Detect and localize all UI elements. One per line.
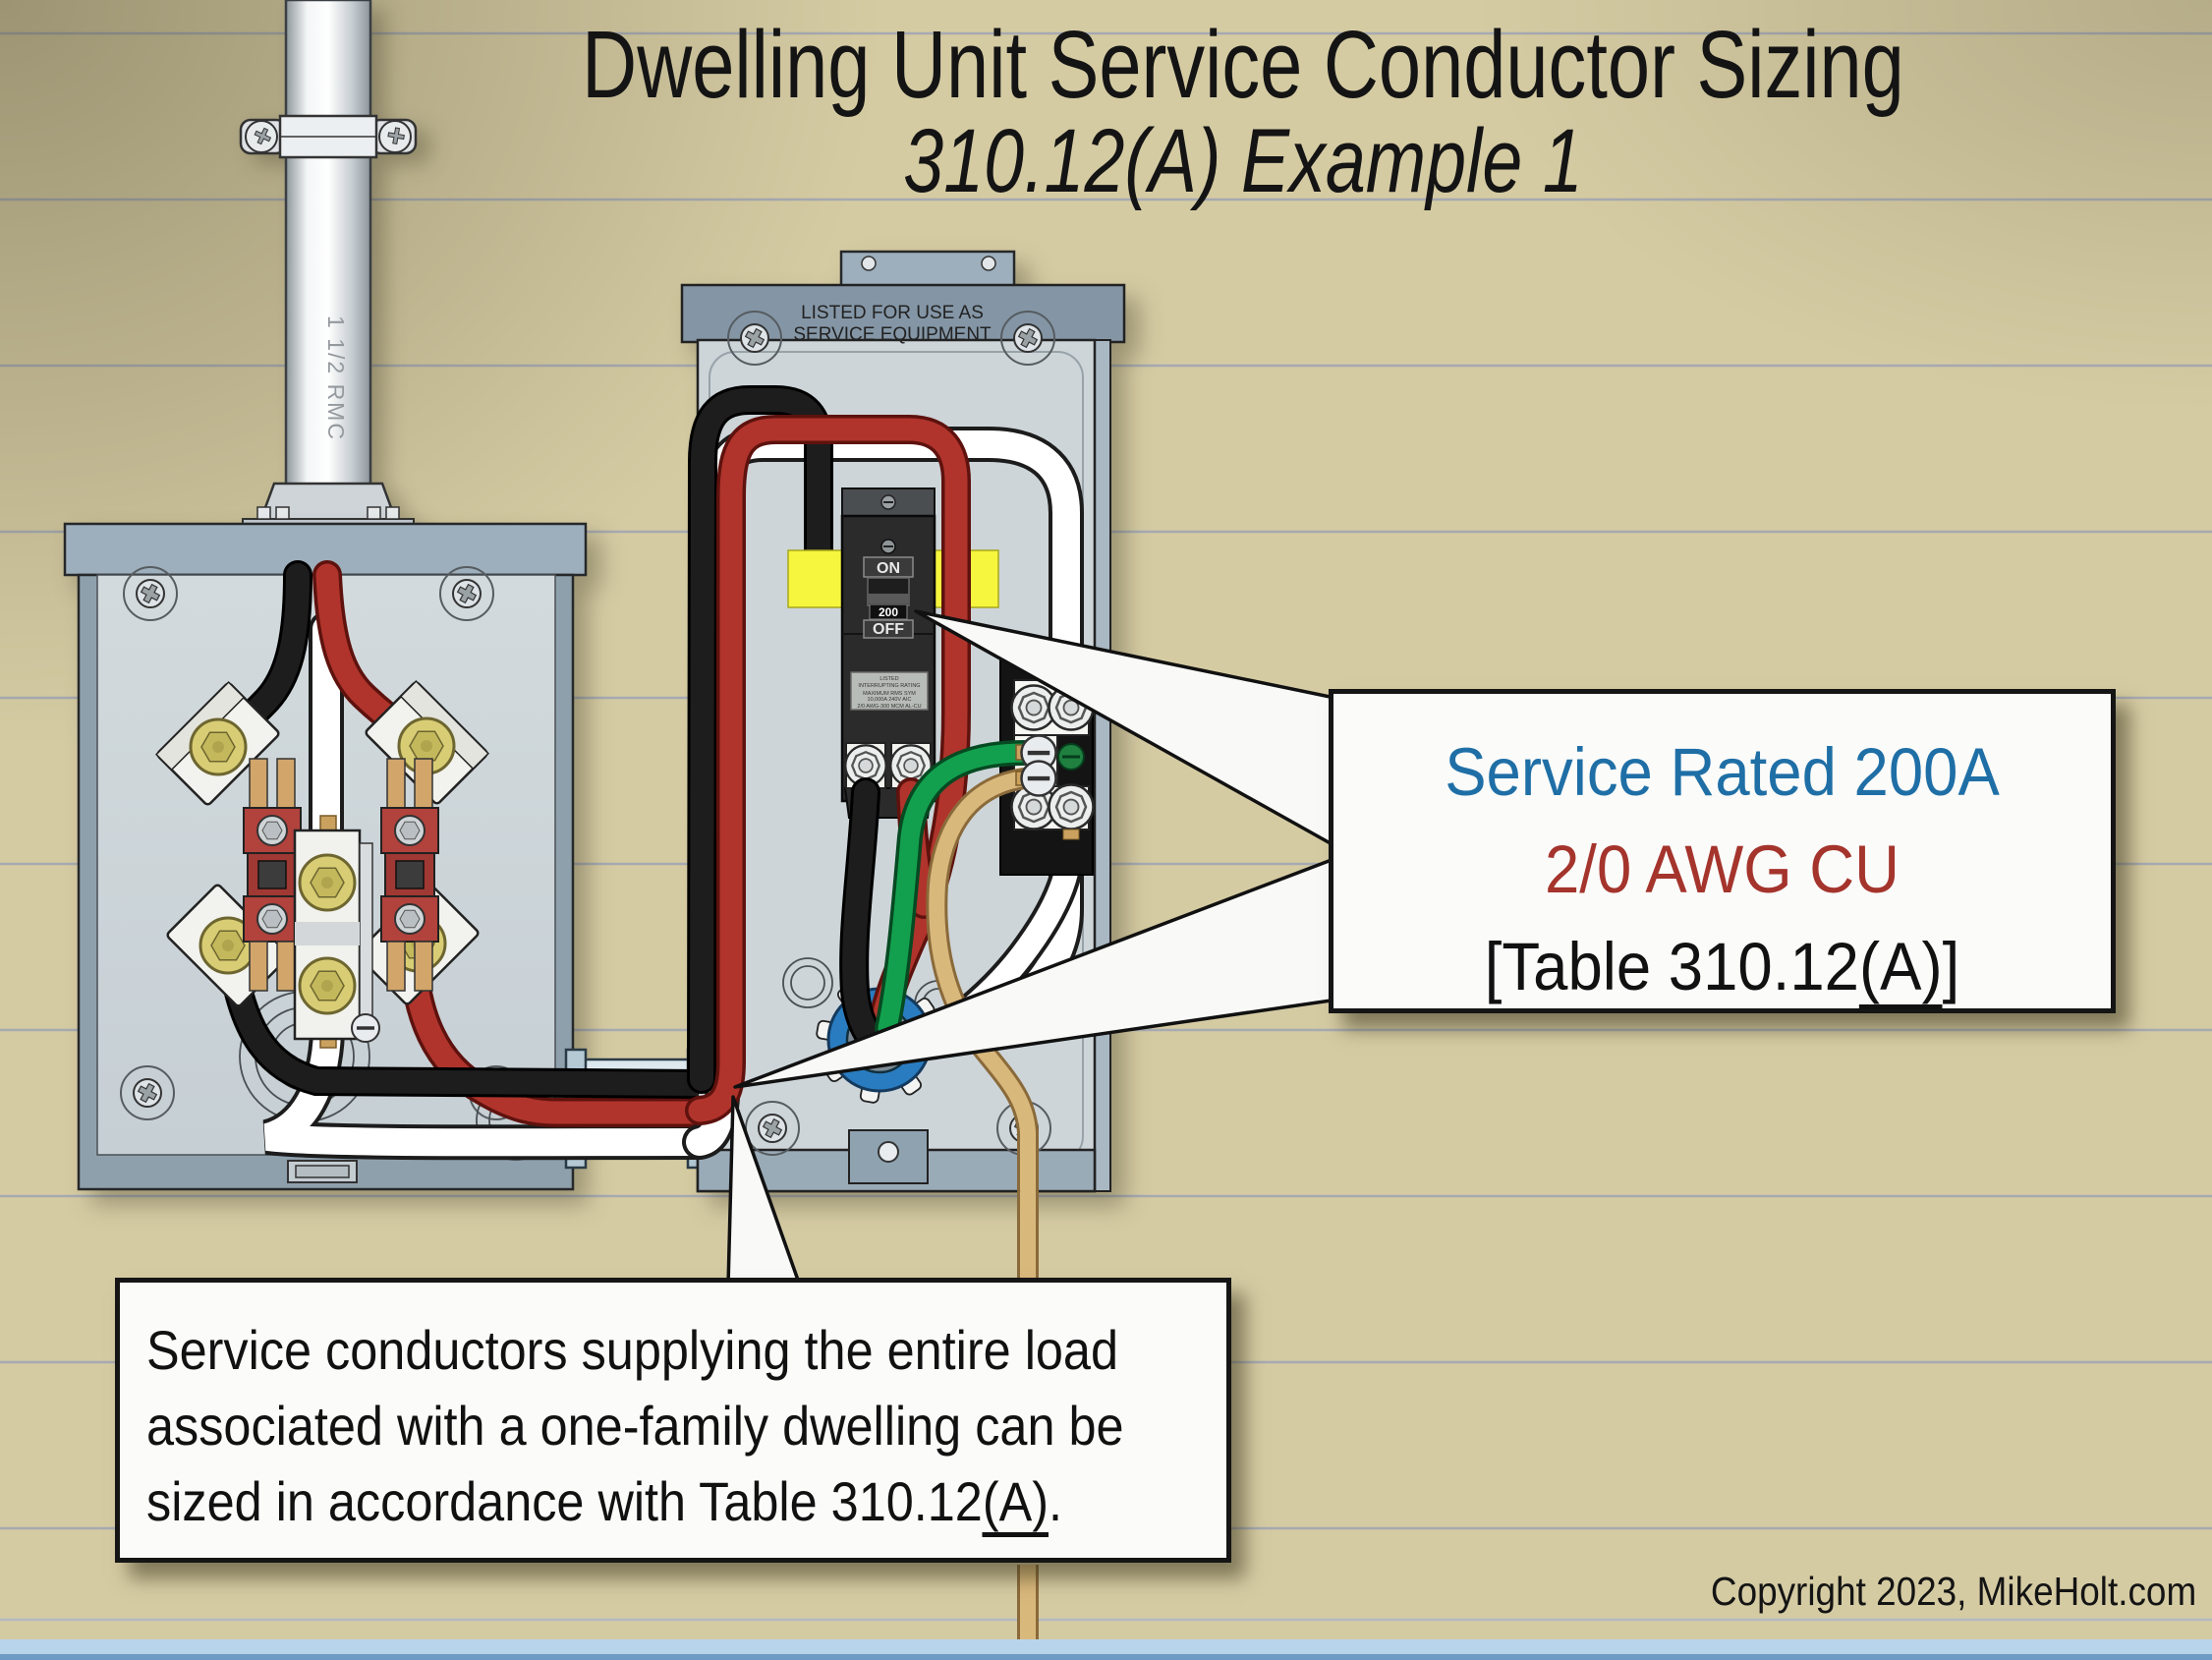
lug-screw-icon [1048,783,1095,830]
hex-bolt-icon [298,956,357,1015]
conduit-size-label: 1 1/2 RMC [323,315,349,441]
rating-line-table-ref: [Table 310.12(A)] [1365,918,2080,1015]
table-ref-suffix: ] [1942,929,1960,1004]
svg-text:MAXIMUM RMS SYM: MAXIMUM RMS SYM [863,691,916,697]
rating-line-wire-size: 2/0 AWG CU [1545,831,1900,907]
rating-callout-box: Service Rated 200A 2/0 AWG CU [Table 310… [1329,689,2116,1013]
svg-text:INTERRUPTING RATING: INTERRUPTING RATING [858,683,920,689]
title-line1: Dwelling Unit Service Conductor Sizing [582,11,1904,118]
meter-neutral-block [293,815,381,1049]
callout-pointer-tails [726,609,1346,1288]
meter-jaw-assembly [155,680,489,1049]
note-line3: sized in accordance with Table 310.12(A)… [146,1463,1115,1539]
note-callout-box: Service conductors supplying the entire … [115,1278,1231,1563]
note-line2: associated with a one-family dwelling ca… [146,1395,1124,1457]
hex-bolt-icon [298,853,357,912]
note-line3-prefix: sized in accordance with Table 310.12 [146,1470,983,1532]
service-riser-conduit: 1 1/2 RMC [239,0,418,534]
breaker-on-label: ON [877,560,900,577]
breaker-off-label: OFF [873,621,904,638]
table-ref-underlined: (A) [1858,929,1943,1009]
meter-jaw-left [243,758,302,992]
slot-screw-icon [350,1012,381,1044]
rating-line-amps: Service Rated 200A [1445,734,2000,810]
ground-screw-icon [1057,743,1085,771]
main-breaker: ON 200 OFF LISTED INTERRUPTING RATING MA… [840,487,936,819]
slot-screw-icon [1022,762,1056,796]
note-line3-underlined: (A) [982,1470,1049,1537]
strap-screw-icon [245,120,412,153]
listed-label-line2: SERVICE EQUIPMENT [793,324,992,345]
page-title: Dwelling Unit Service Conductor Sizing 3… [469,11,2017,211]
hex-bolt-icon [189,717,248,776]
note-line1: Service conductors supplying the entire … [146,1319,1118,1381]
listed-label-line1: LISTED FOR USE AS [801,303,984,323]
svg-text:LISTED: LISTED [879,676,898,682]
copyright-notice: Copyright 2023, MikeHolt.com [1710,1569,2196,1614]
panel-wiring-front [685,415,971,1125]
meter-jaw-right [380,758,439,992]
svg-text:10,000A 240V AIC: 10,000A 240V AIC [868,697,912,703]
title-line2: 310.12(A) Example 1 [903,111,1583,211]
ground-conductors [875,740,1039,1200]
conduit-strap [239,114,418,159]
breaker-handle: ON 200 OFF [863,556,914,639]
breaker-spec-label: LISTED INTERRUPTING RATING MAXIMUM RMS S… [850,671,929,711]
svg-text:2/0 AWG-300 MCM AL-CU: 2/0 AWG-300 MCM AL-CU [857,704,921,710]
breaker-amp-rating: 200 [879,605,898,619]
note-line3-suffix: . [1049,1470,1063,1532]
table-ref-prefix: [Table 310.12 [1484,929,1859,1004]
